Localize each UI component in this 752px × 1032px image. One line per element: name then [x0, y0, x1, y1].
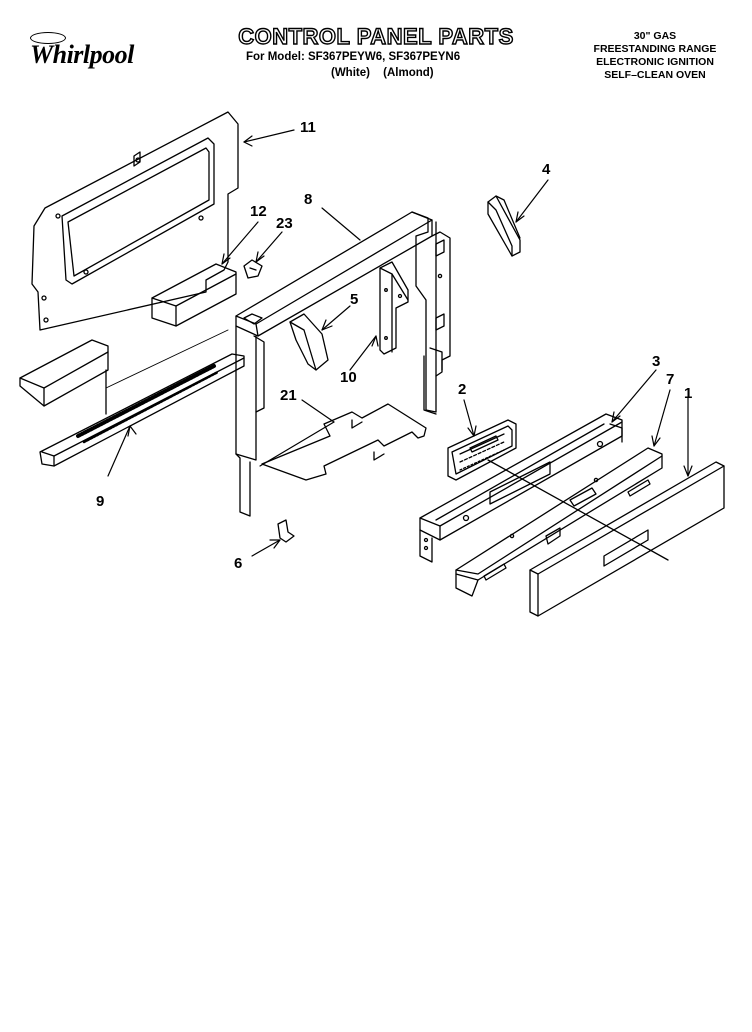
part-5-side-trim: [289, 313, 329, 371]
callout-9: 9: [96, 493, 105, 510]
leader-lines: [107, 129, 693, 557]
part-1-glass-panel: [529, 461, 725, 617]
logo-wordmark: Whirlpool: [30, 40, 134, 69]
product-info-line: ELECTRONIC IGNITION: [596, 56, 714, 68]
part-9-vent-trim: [19, 329, 245, 467]
callout-3: 3: [652, 353, 661, 370]
callout-4: 4: [542, 161, 551, 178]
page-title: CONTROL PANEL PARTS: [238, 23, 514, 49]
logo-badge-emblem: [30, 32, 66, 44]
color-variants: (White) (Almond): [331, 67, 444, 79]
callout-21: 21: [280, 387, 297, 404]
callout-5: 5: [350, 291, 359, 308]
variant-white: (White): [331, 67, 370, 79]
model-numbers: For Model: SF367PEYW6, SF367PEYN6: [246, 51, 461, 63]
part-12-insulation: [151, 263, 237, 327]
callout-23: 23: [276, 215, 293, 232]
part-6-clip: [277, 519, 295, 543]
product-description: 30" GAS FREESTANDING RANGE ELECTRONIC IG…: [560, 30, 750, 82]
product-info-line: FREESTANDING RANGE: [593, 43, 717, 55]
part-2-display: [447, 419, 517, 481]
callout-11: 11: [300, 119, 316, 136]
variant-almond: (Almond): [383, 67, 434, 79]
callout-12: 12: [250, 203, 267, 220]
whirlpool-logo: Whirlpool: [30, 32, 152, 72]
callout-7: 7: [666, 371, 675, 388]
callout-1: 1: [684, 385, 693, 402]
part-21-shield: [261, 403, 427, 481]
part-4-end-cap: [487, 195, 521, 257]
callout-6: 6: [234, 555, 243, 572]
product-info-line: SELF–CLEAN OVEN: [604, 69, 706, 81]
part-23-clip: [243, 259, 263, 279]
part-10-bracket: [379, 261, 409, 355]
callout-2: 2: [458, 381, 467, 398]
callout-8: 8: [304, 191, 313, 208]
part-11-rear-bracket: [31, 111, 239, 331]
product-info-line: 30" GAS: [633, 30, 677, 42]
part-8-frame: [235, 211, 451, 517]
part-7-channel: [455, 447, 663, 597]
callout-10: 10: [340, 369, 357, 386]
